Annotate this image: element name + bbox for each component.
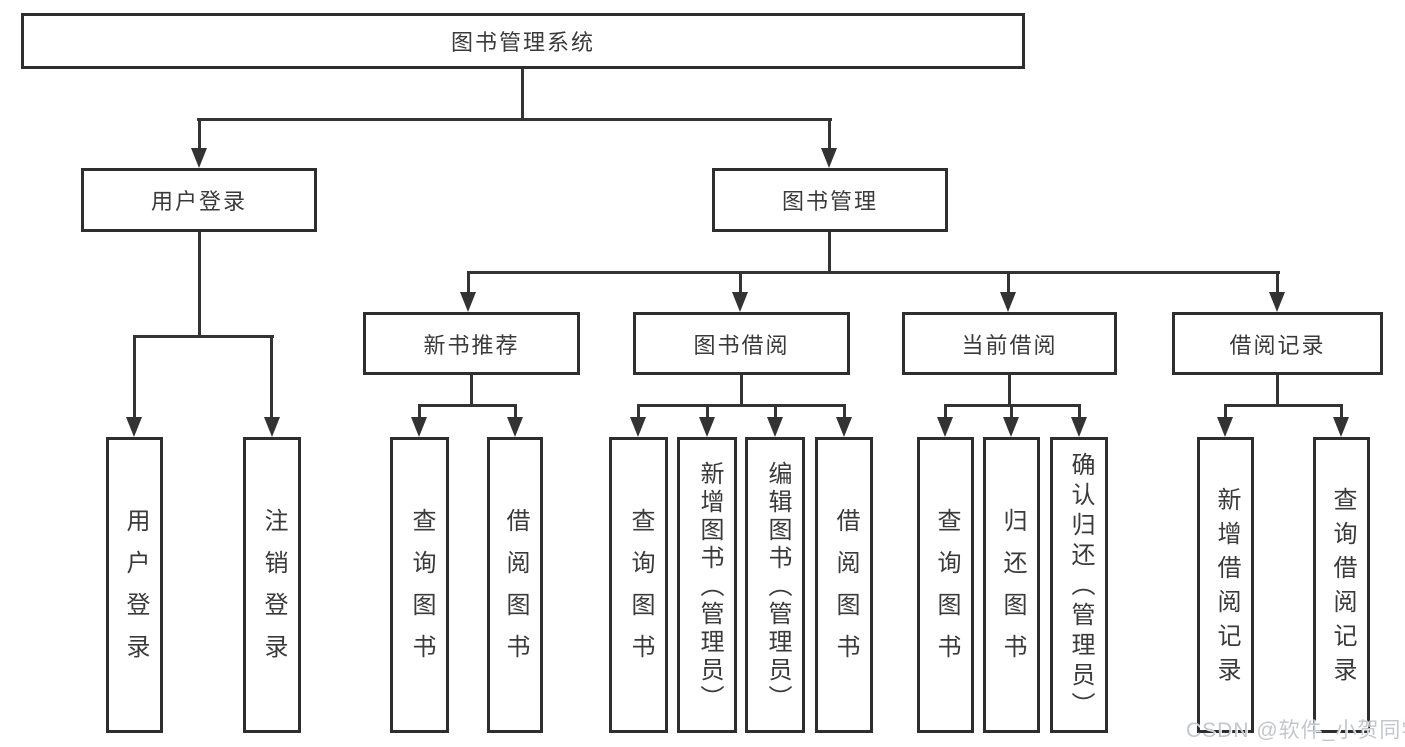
node-leaf-query-book: 查询图书	[917, 437, 974, 733]
node-leaf-return-book: 归还图书	[983, 437, 1040, 733]
arrowhead-down-icon	[732, 292, 748, 312]
connector-line	[1078, 404, 1081, 419]
connector-line	[470, 375, 473, 406]
connector-line	[1224, 404, 1343, 407]
arrowhead-down-icon	[630, 417, 646, 437]
node-book-borrow: 图书借阅	[633, 312, 850, 375]
connector-line	[1340, 404, 1343, 419]
arrowhead-down-icon	[1269, 292, 1285, 312]
connector-line	[133, 335, 274, 338]
connector-line	[514, 404, 517, 419]
connector-line	[828, 118, 831, 150]
connector-line	[418, 404, 517, 407]
connector-line	[418, 404, 421, 419]
node-leaf-edit-book-admin: 编辑图书（管理员）	[745, 437, 805, 733]
arrowhead-down-icon	[1333, 417, 1349, 437]
node-leaf-confirm-return-admin: 确认归还（管理员）	[1050, 437, 1108, 733]
connector-line	[1010, 404, 1013, 419]
arrowhead-down-icon	[699, 417, 715, 437]
connector-line	[637, 404, 640, 419]
connector-line	[1276, 375, 1279, 406]
connector-line	[270, 335, 273, 419]
arrowhead-down-icon	[937, 417, 953, 437]
node-borrow-record-label: 借阅记录	[1229, 332, 1326, 358]
arrowhead-down-icon	[836, 417, 852, 437]
node-current-borrow: 当前借阅	[902, 312, 1117, 375]
arrowhead-down-icon	[411, 417, 427, 437]
node-leaf-query-borrow-record: 查询借阅记录	[1313, 437, 1370, 733]
connector-line	[1008, 375, 1011, 406]
connector-line	[133, 335, 136, 419]
connector-line	[197, 118, 832, 121]
node-new-book-recommend-label: 新书推荐	[423, 332, 520, 358]
connector-line	[706, 404, 709, 419]
connector-line	[944, 404, 947, 419]
connector-line	[1276, 271, 1279, 294]
arrowhead-down-icon	[460, 292, 476, 312]
node-leaf-add-book-admin: 新增图书（管理员）	[677, 437, 737, 733]
arrowhead-down-icon	[264, 417, 280, 437]
node-leaf-query-book: 查询图书	[390, 437, 449, 733]
node-leaf-borrow-book: 借阅图书	[487, 437, 543, 733]
node-book-management: 图书管理	[712, 168, 948, 232]
connector-line	[467, 271, 1280, 274]
node-user-login-label: 用户登录	[150, 189, 247, 214]
node-borrow-record: 借阅记录	[1172, 312, 1383, 375]
node-leaf-add-borrow-record: 新增借阅记录	[1197, 437, 1254, 733]
connector-line	[521, 69, 524, 121]
connector-line	[1007, 271, 1010, 294]
node-new-book-recommend: 新书推荐	[363, 312, 580, 375]
node-leaf-user-login: 用户登录	[106, 437, 163, 733]
connector-line	[740, 375, 743, 406]
node-leaf-logout: 注销登录	[243, 437, 301, 733]
node-library-system-label: 图书管理系统	[450, 30, 595, 55]
arrowhead-down-icon	[1003, 417, 1019, 437]
node-current-borrow-label: 当前借阅	[961, 332, 1058, 358]
node-book-borrow-label: 图书借阅	[693, 332, 790, 358]
node-leaf-borrow-book: 借阅图书	[815, 437, 873, 733]
connector-line	[828, 232, 831, 274]
node-book-management-label: 图书管理	[781, 189, 878, 214]
connector-line	[467, 271, 470, 294]
connector-line	[637, 404, 846, 407]
arrowhead-down-icon	[1217, 417, 1233, 437]
arrowhead-down-icon	[126, 417, 142, 437]
connector-line	[198, 118, 201, 150]
connector-line	[739, 271, 742, 294]
watermark: CSDN @软件_小贺同学	[1186, 719, 1405, 742]
arrowhead-down-icon	[821, 148, 837, 168]
node-user-login: 用户登录	[81, 168, 317, 232]
connector-line	[198, 232, 201, 338]
connector-line	[774, 404, 777, 419]
arrowhead-down-icon	[1000, 292, 1016, 312]
arrowhead-down-icon	[191, 148, 207, 168]
arrowhead-down-icon	[1071, 417, 1087, 437]
arrowhead-down-icon	[507, 417, 523, 437]
connector-line	[1224, 404, 1227, 419]
arrowhead-down-icon	[767, 417, 783, 437]
connector-line	[843, 404, 846, 419]
node-library-system: 图书管理系统	[21, 13, 1025, 69]
node-leaf-query-book: 查询图书	[609, 437, 668, 733]
